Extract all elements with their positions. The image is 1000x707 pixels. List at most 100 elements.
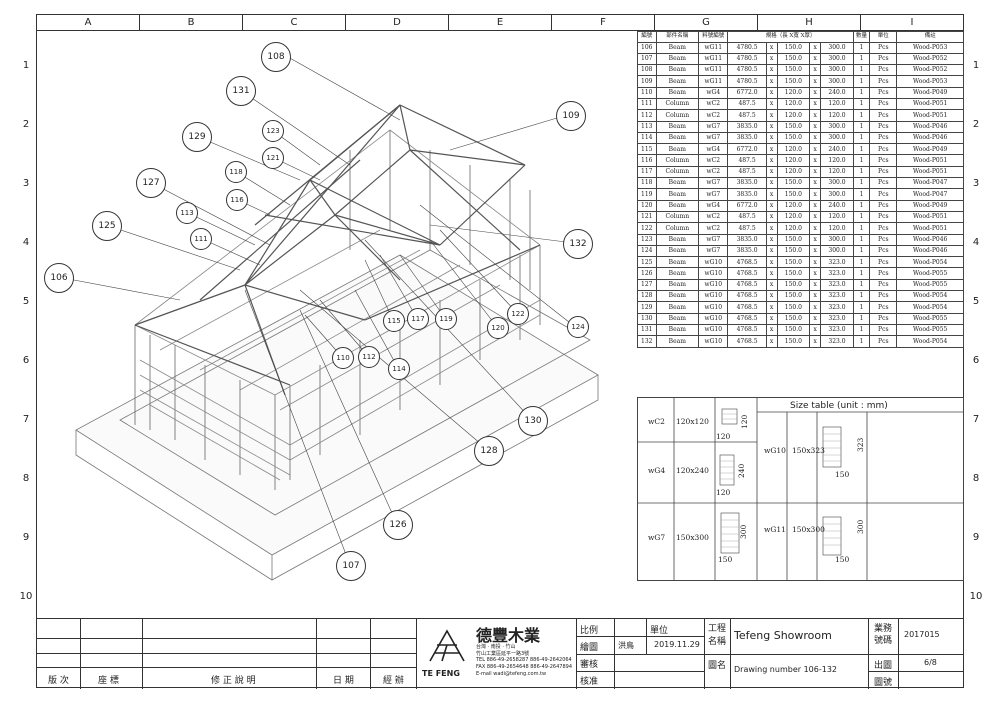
part-callout: 124: [567, 316, 589, 338]
isometric-structure-drawing: [57, 56, 599, 581]
rev-header-handler: 經 辦: [383, 676, 404, 686]
table-cell: 323.0: [820, 256, 854, 269]
row-label: 7: [22, 414, 30, 425]
table-cell: 240.0: [820, 86, 854, 99]
table-cell: Pcs: [869, 188, 898, 201]
table-cell: 1: [852, 86, 871, 99]
table-cell: Pcs: [869, 131, 898, 145]
table-cell: x: [765, 210, 778, 224]
table-cell: 117: [637, 165, 657, 179]
table-cell: 323.0: [820, 267, 854, 280]
table-cell: 3835.0: [727, 233, 767, 246]
table-cell: Beam: [655, 301, 700, 314]
column-label: B: [140, 15, 243, 30]
size-height: 323: [856, 437, 865, 452]
table-cell: 119: [637, 188, 657, 201]
table-cell: Beam: [655, 256, 700, 269]
table-cell: Beam: [655, 131, 700, 145]
table-cell: 4768.5: [727, 312, 767, 325]
table-cell: 1: [852, 165, 871, 179]
table-cell: x: [765, 120, 778, 133]
table-cell: wG4: [698, 199, 729, 212]
table-cell: Column: [655, 165, 700, 179]
table-cell: Beam: [655, 278, 700, 292]
table-cell: 300.0: [820, 52, 854, 66]
table-cell: x: [809, 52, 822, 66]
table-cell: Beam: [655, 335, 700, 348]
part-callout: 107: [336, 551, 366, 581]
table-cell: Beam: [655, 64, 700, 77]
table-cell: x: [765, 290, 778, 303]
table-cell: Wood-P055: [896, 267, 964, 280]
table-cell: Column: [655, 222, 700, 235]
table-cell: Column: [655, 210, 700, 224]
table-cell: Wood-P054: [896, 335, 964, 348]
drawn-label: 繪圖: [580, 643, 599, 653]
table-cell: 150.0: [776, 290, 811, 303]
table-cell: wG11: [698, 52, 729, 66]
part-callout: 125: [92, 211, 122, 241]
table-cell: 4768.5: [727, 323, 767, 337]
part-callout: 106: [44, 263, 74, 293]
row-label: 8: [972, 473, 980, 484]
table-cell: x: [765, 97, 778, 111]
parts-header-cell: 數量: [852, 31, 871, 43]
table-cell: wG7: [698, 120, 729, 133]
table-cell: wG10: [698, 256, 729, 269]
row-label: 5: [22, 296, 30, 307]
row-label: 1: [22, 60, 30, 71]
table-cell: 120.0: [776, 97, 811, 111]
table-cell: 109: [637, 75, 657, 88]
table-cell: Beam: [655, 143, 700, 156]
table-cell: Pcs: [869, 97, 898, 111]
table-cell: 121: [637, 210, 657, 224]
table-cell: 1: [852, 256, 871, 269]
table-cell: Wood-P051: [896, 154, 964, 167]
job-no: 2017015: [904, 630, 940, 639]
table-cell: 120.0: [776, 86, 811, 99]
table-cell: Pcs: [869, 143, 898, 156]
table-cell: 323.0: [820, 301, 854, 314]
table-cell: 487.5: [727, 222, 767, 235]
table-cell: 150.0: [776, 75, 811, 88]
table-cell: Wood-P046: [896, 233, 964, 246]
table-cell: 106: [637, 41, 657, 54]
table-cell: x: [809, 177, 822, 190]
table-cell: x: [765, 131, 778, 145]
table-cell: 120.0: [820, 109, 854, 122]
table-cell: 300.0: [820, 64, 854, 77]
table-cell: Wood-P055: [896, 278, 964, 292]
table-cell: 323.0: [820, 312, 854, 325]
table-cell: Pcs: [869, 222, 898, 235]
row-label: 1: [972, 60, 980, 71]
part-callout: 131: [226, 76, 256, 106]
size-height: 300: [856, 519, 865, 534]
table-cell: 128: [637, 290, 657, 303]
column-label: F: [552, 15, 655, 30]
table-cell: wC2: [698, 222, 729, 235]
table-cell: x: [809, 222, 822, 235]
parts-header-cell: 備註: [896, 31, 964, 43]
table-cell: 1: [852, 52, 871, 66]
parts-header-cell: 編號: [637, 31, 657, 43]
row-label: 3: [22, 178, 30, 189]
table-cell: 131: [637, 323, 657, 337]
table-cell: x: [765, 233, 778, 246]
size-code: wC2: [648, 417, 665, 426]
row-label: 8: [22, 473, 30, 484]
table-cell: wG10: [698, 301, 729, 314]
table-cell: x: [765, 188, 778, 201]
table-cell: x: [765, 278, 778, 292]
row-label: 6: [22, 355, 30, 366]
table-cell: 4768.5: [727, 301, 767, 314]
